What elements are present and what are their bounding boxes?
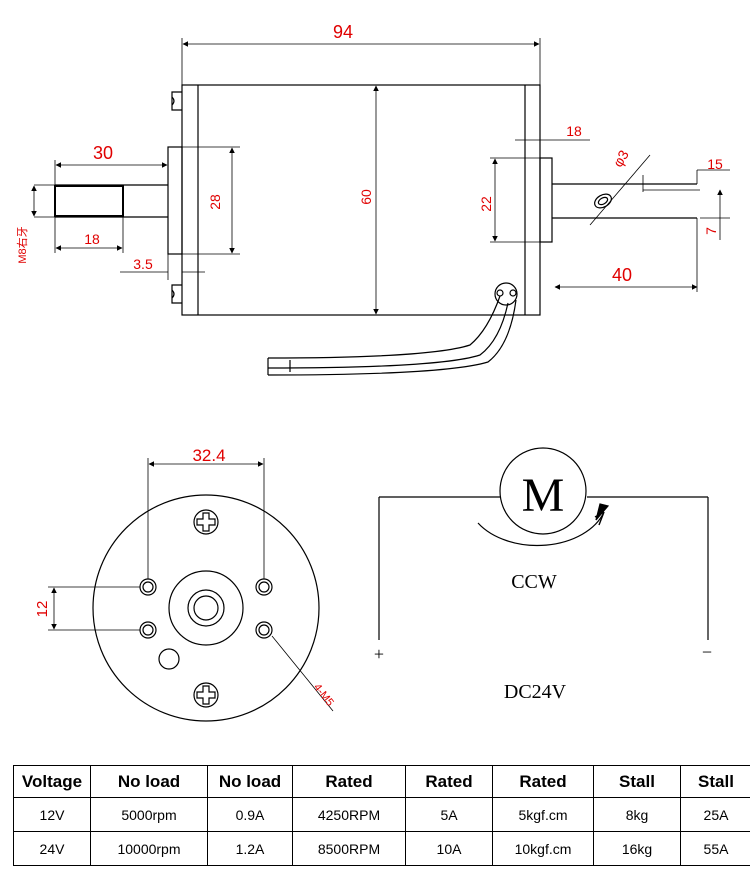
table-row: 12V 5000rpm 0.9A 4250RPM 5A 5kgf.cm 8kg … xyxy=(13,797,750,832)
table-cell: 12V xyxy=(13,797,91,832)
table-row: 24V 10000rpm 1.2A 8500RPM 10A 10kgf.cm 1… xyxy=(13,831,750,866)
header-rated-torque: Rated xyxy=(492,765,594,798)
end-view-outline xyxy=(92,494,320,722)
header-rated-current: Rated xyxy=(405,765,493,798)
header-stall-torque: Stall xyxy=(593,765,681,798)
dim-screw-spec: 4-M5 xyxy=(311,682,336,709)
side-view-dimension-lines xyxy=(31,38,730,315)
dim-boss-height: 28 xyxy=(207,194,223,210)
dim-hole-offset: 15 xyxy=(707,156,723,172)
rotation-arrow xyxy=(477,511,605,547)
mount-hole-bottom-right xyxy=(255,621,273,639)
table-cell: 5A xyxy=(405,797,493,832)
header-no-load-speed: No load xyxy=(90,765,208,798)
table-cell: 10000rpm xyxy=(90,831,208,866)
dim-boss-gap: 3.5 xyxy=(133,256,153,272)
end-view xyxy=(92,494,320,722)
table-cell: 1.2A xyxy=(207,831,293,866)
table-cell: 10kgf.cm xyxy=(492,831,594,866)
table-cell: 4250RPM xyxy=(292,797,406,832)
dim-body-diameter: 60 xyxy=(358,189,374,205)
technical-drawing: 94 30 18 M8右牙 3.5 28 60 18 22 φ3 15 7 40 xyxy=(15,22,730,722)
spec-table-header: Voltage No load No load Rated Rated Rate… xyxy=(13,765,750,798)
plus-terminal-label: + xyxy=(374,644,384,664)
bottom-screw xyxy=(193,682,219,708)
circuit-diagram xyxy=(378,447,709,640)
lead-wires xyxy=(267,295,501,359)
lead-terminal xyxy=(494,282,518,306)
vent-hole xyxy=(158,648,180,670)
dim-pin-hole: φ3 xyxy=(610,147,632,170)
rear-boss xyxy=(539,157,553,243)
header-stall-current: Stall xyxy=(680,765,750,798)
threaded-shaft xyxy=(54,185,124,217)
dim-overall-length: 94 xyxy=(333,22,353,42)
side-view xyxy=(54,84,697,376)
header-rated-speed: Rated xyxy=(292,765,406,798)
dim-hole-vertical-spacing: 12 xyxy=(34,601,51,618)
table-cell: 25A xyxy=(680,797,750,832)
motor-symbol-circle xyxy=(499,447,587,535)
dim-hole-spacing: 32.4 xyxy=(192,446,225,465)
dim-rear-boss-height: 22 xyxy=(478,196,494,212)
table-cell: 24V xyxy=(13,831,91,866)
table-cell: 8500RPM xyxy=(292,831,406,866)
dim-thread-length: 18 xyxy=(84,231,100,247)
spec-table: Voltage No load No load Rated Rated Rate… xyxy=(13,765,750,866)
center-hub xyxy=(168,570,244,646)
dim-shaft-length-left: 30 xyxy=(93,143,113,163)
table-cell: 10A xyxy=(405,831,493,866)
header-voltage: Voltage xyxy=(13,765,91,798)
dim-rear-boss-depth: 18 xyxy=(566,123,582,139)
supply-voltage-label: DC24V xyxy=(504,681,567,703)
rotation-label: CCW xyxy=(511,571,557,593)
motor-symbol-label: M xyxy=(522,469,565,522)
end-view-dimension-lines xyxy=(48,458,334,712)
table-cell: 5kgf.cm xyxy=(492,797,594,832)
table-cell: 8kg xyxy=(593,797,681,832)
header-no-load-current: No load xyxy=(207,765,293,798)
dim-rear-shaft-length: 40 xyxy=(612,265,632,285)
table-cell: 55A xyxy=(680,831,750,866)
table-cell: 16kg xyxy=(593,831,681,866)
minus-terminal-label: − xyxy=(702,642,712,662)
table-cell: 0.9A xyxy=(207,797,293,832)
dim-shaft-height: 7 xyxy=(703,227,719,235)
table-cell: 5000rpm xyxy=(90,797,208,832)
front-boss xyxy=(167,146,183,255)
top-screw xyxy=(193,509,219,535)
dim-thread-label: M8右牙 xyxy=(15,226,29,263)
